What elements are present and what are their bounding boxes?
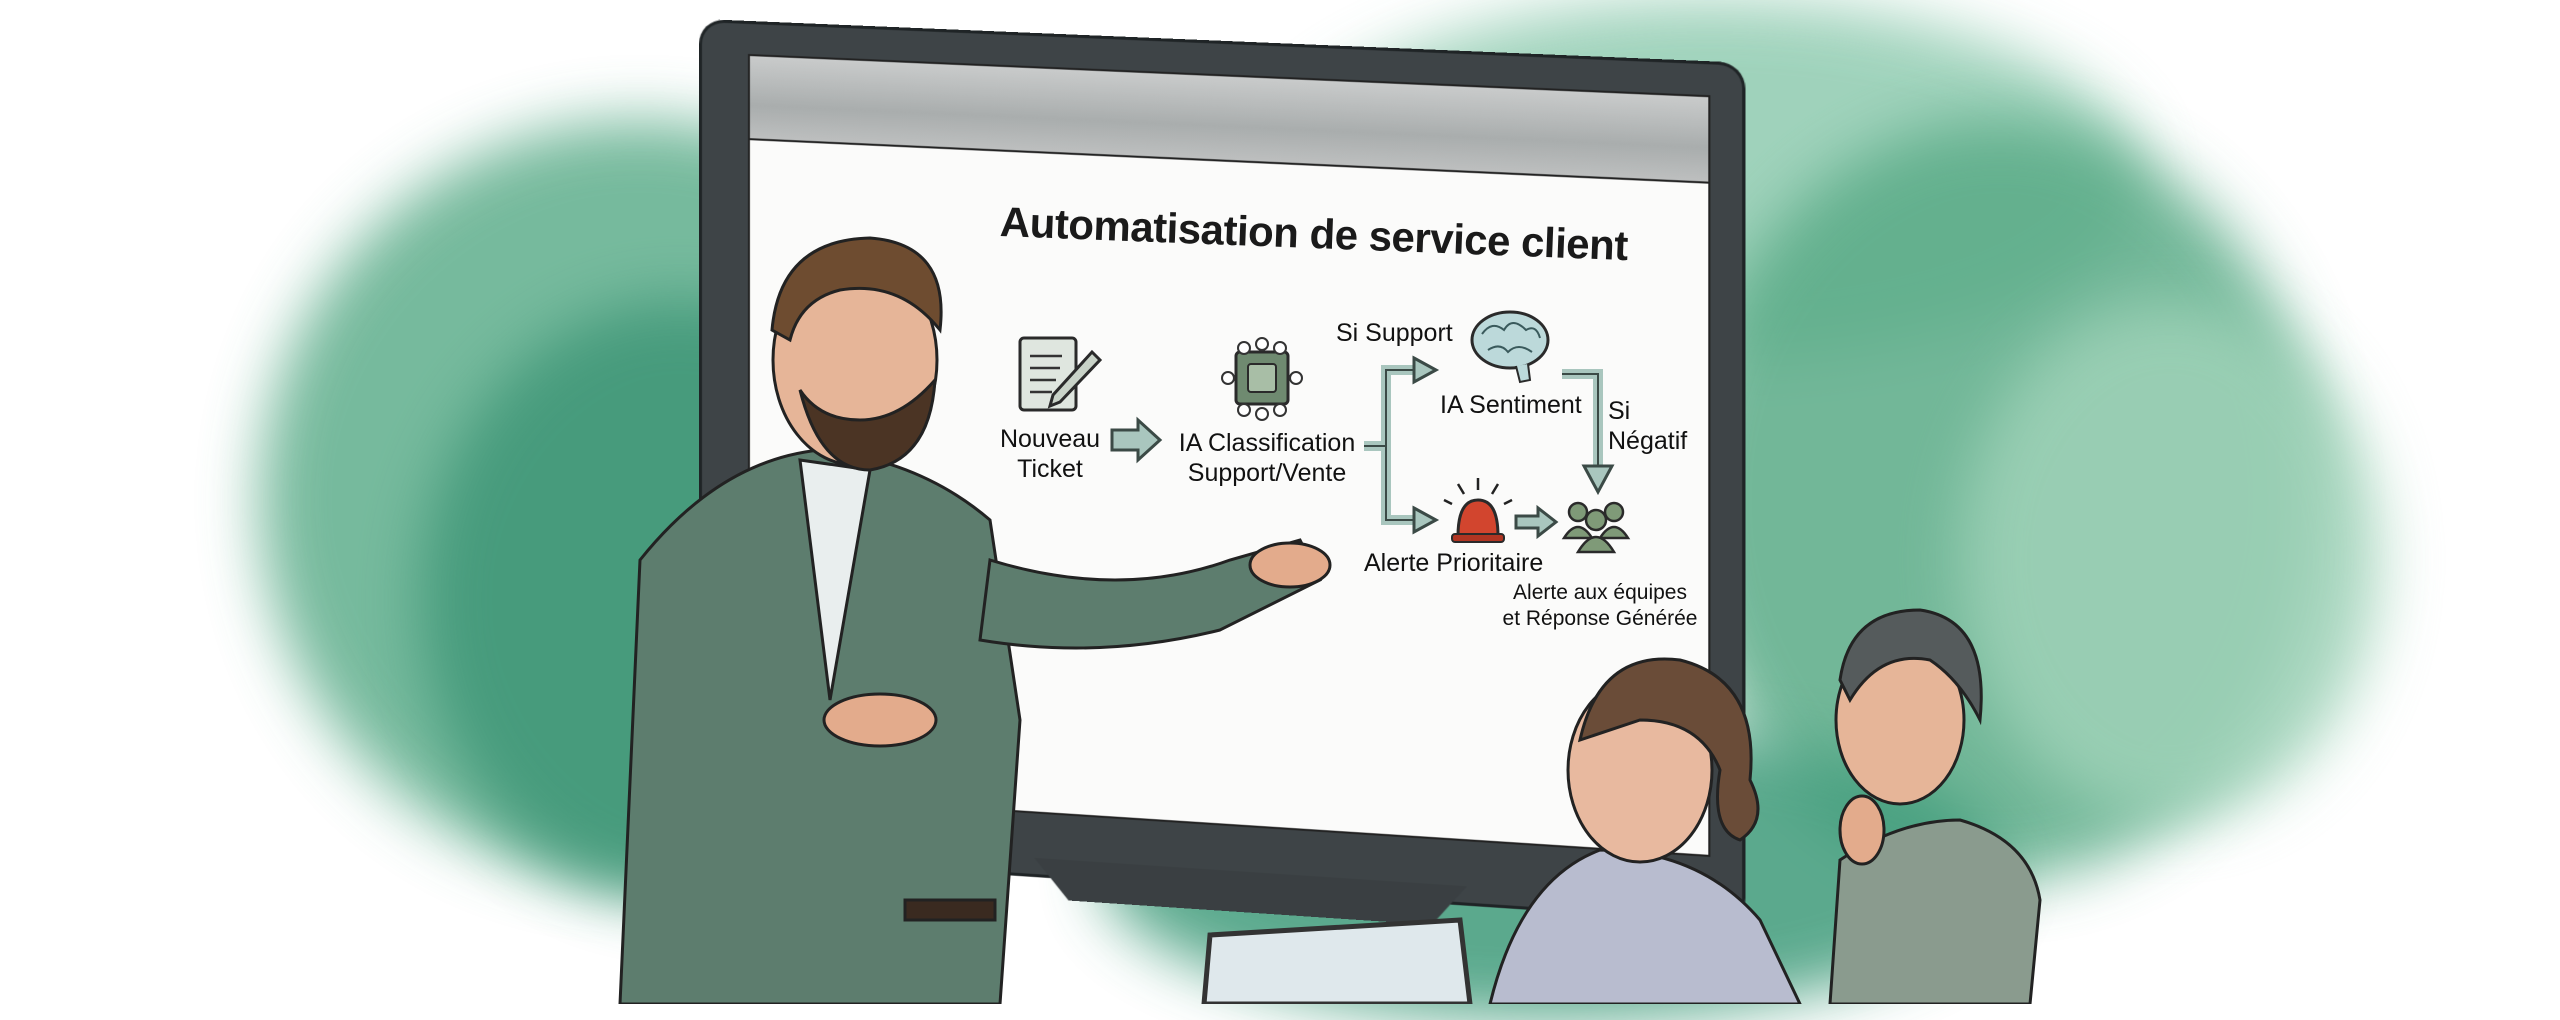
siren-icon xyxy=(1443,478,1513,543)
edge-negative-label: Si Négatif xyxy=(1608,397,1688,455)
ai-chip-icon xyxy=(1221,337,1303,421)
edge-support-label: Si Support xyxy=(1336,319,1453,347)
node-classification-label: IA Classification Support/Vente xyxy=(1178,429,1356,487)
arrow-to-team xyxy=(1581,464,1615,496)
team-icon xyxy=(1561,501,1631,554)
node-alert-label: Alerte Prioritaire xyxy=(1364,549,1544,577)
arrow-to-alert xyxy=(1412,505,1440,535)
node-team-label: Alerte aux équipes et Réponse Générée xyxy=(1502,581,1698,630)
notepad-pencil-icon xyxy=(1018,336,1103,412)
laptop xyxy=(1201,917,1473,1004)
arrow-ticket-to-classification xyxy=(1110,416,1163,464)
node-ticket-label: Nouveau Ticket xyxy=(999,425,1101,483)
presenter xyxy=(618,236,1332,1004)
seated-woman xyxy=(1488,657,1802,1004)
brain-icon xyxy=(1470,310,1550,384)
node-sentiment-label: IA Sentiment xyxy=(1440,391,1582,419)
standing-colleague xyxy=(1828,608,2042,1004)
arrow-alert-to-team xyxy=(1514,504,1559,540)
arrow-to-sentiment xyxy=(1412,355,1440,385)
